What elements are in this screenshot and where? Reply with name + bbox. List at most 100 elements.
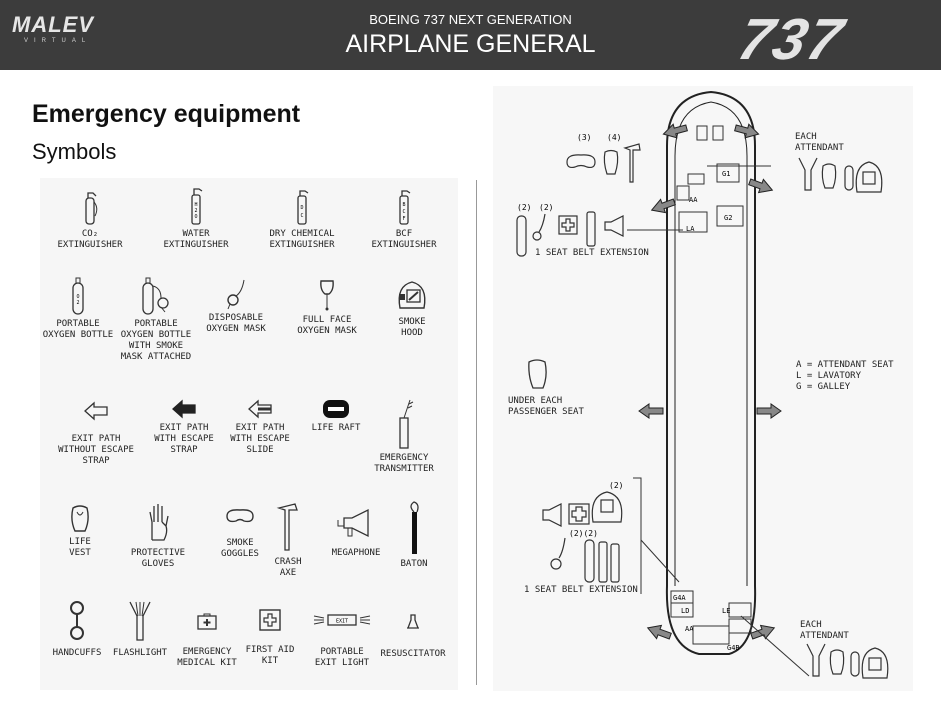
cabin-layout-diagram: G1 G2 LA AA G4A LD LE G4B AA (3) (4) (2)… [516, 90, 889, 679]
symbol-full-face-oxygen-mask: FULL FACE OXYGEN MASK [277, 278, 377, 337]
symbols-panel [40, 178, 458, 690]
svg-text:C: C [402, 209, 405, 215]
svg-text:EXIT: EXIT [336, 619, 348, 625]
each-attendant-bottom-label: EACH ATTENDANT [800, 620, 849, 641]
symbol-label: BATON [400, 559, 428, 569]
protective-gloves-icon [149, 504, 169, 541]
symbol-exit-path-with-strap: EXIT PATH WITH ESCAPE STRAP [134, 398, 234, 456]
seat-belt-extension-top-label: 1 SEAT BELT EXTENSION [535, 248, 649, 258]
symbol-emergency-medical-kit: EMERGENCY MEDICAL KIT [157, 612, 257, 669]
symbol-label: EXIT PATH WITHOUT ESCAPE STRAP [58, 434, 134, 466]
symbol-label: SMOKE HOOD [398, 317, 426, 338]
aft-crew-equipment [542, 491, 623, 583]
logo-subtext: VIRTUAL [24, 38, 92, 44]
quantity-2b-label: (2) [539, 203, 553, 212]
first-aid-kit-icon [259, 609, 281, 631]
symbol-smoke-goggles: SMOKE GOGGLES [190, 506, 290, 560]
exit-arrows [638, 123, 782, 640]
symbol-label: EXIT PATH WITH ESCAPE STRAP [154, 423, 214, 455]
seat-belt-extension-bottom-label: 1 SEAT BELT EXTENSION [524, 585, 638, 595]
cabin-diagram-panel [493, 86, 913, 691]
lavatory-ld-label: LD [681, 607, 689, 615]
medical-kit-icon [197, 613, 217, 630]
symbol-baton: BATON [364, 500, 464, 570]
galley-g4a-label: G4A [673, 594, 686, 602]
model-logo: 737 [731, 7, 851, 72]
leader-line-bottom-left [640, 539, 680, 583]
lavatory-la-label: LA [686, 225, 695, 233]
disposable-oxygen-mask-icon [227, 279, 245, 310]
galley-g2-label: G2 [724, 214, 732, 222]
header-bar: MALEV VIRTUAL BOEING 737 NEXT GENERATION… [0, 0, 941, 72]
symbol-label: WATER EXTINGUISHER [163, 229, 229, 250]
each-attendant-top-label: EACH ATTENDANT [795, 132, 844, 153]
symbol-label: PORTABLE OXYGEN BOTTLE [42, 319, 114, 340]
symbol-smoke-hood: SMOKE HOOD [362, 278, 462, 339]
smoke-goggles-icon [226, 509, 254, 523]
symbol-exit-path-without-strap: EXIT PATH WITHOUT ESCAPE STRAP [46, 400, 146, 467]
quantity-2d-label: (2)(2) [569, 529, 598, 538]
oxygen-bottle-icon: O2 [72, 277, 84, 315]
life-raft-icon [323, 400, 349, 418]
baton-icon [410, 501, 419, 554]
symbol-label: SMOKE GOGGLES [221, 538, 259, 559]
symbol-crash-axe: CRASH AXE [238, 502, 338, 579]
svg-text:H: H [194, 202, 197, 208]
fuselage-outline [665, 90, 757, 655]
life-vest-icon [71, 505, 89, 532]
under-passenger-seat-label: UNDER EACH PASSENGER SEAT [508, 396, 584, 417]
aft-galley-area [670, 590, 752, 645]
symbol-label: MEGAPHONE [331, 548, 381, 558]
svg-text:2: 2 [194, 208, 197, 214]
symbol-protective-gloves: PROTECTIVE GLOVES [108, 502, 208, 570]
symbol-oxygen-bottle-smoke-mask: PORTABLE OXYGEN BOTTLE WITH SMOKE MASK A… [106, 276, 206, 363]
page-title: Emergency equipment [32, 100, 301, 128]
co2-extinguisher-icon [85, 192, 98, 225]
resuscitator-icon [407, 614, 419, 629]
symbol-flashlight: FLASHLIGHT [90, 600, 190, 659]
symbol-label: EXIT PATH WITH ESCAPE SLIDE [230, 423, 290, 455]
page-subtitle: Symbols [32, 139, 117, 164]
svg-text:2: 2 [76, 300, 79, 306]
symbol-label: PORTABLE EXIT LIGHT [314, 647, 370, 668]
quantity-4-label: (4) [607, 133, 621, 142]
bcf-extinguisher-icon: BCF [399, 190, 411, 225]
svg-text:B: B [402, 202, 405, 208]
lavatory-le-label: LE [722, 607, 730, 615]
symbol-handcuffs: HANDCUFFS [27, 600, 127, 659]
emergency-transmitter-icon [399, 399, 414, 449]
legend-label: A = ATTENDANT SEAT L = LAVATORY G = GALL… [796, 360, 894, 392]
symbol-life-vest: LIFE VEST [30, 504, 130, 559]
symbol-label: LIFE RAFT [311, 423, 361, 433]
symbol-label: PROTECTIVE GLOVES [130, 548, 186, 569]
symbol-label: LIFE VEST [69, 537, 91, 558]
svg-text:F: F [402, 216, 405, 222]
attendant-equipment-top [798, 157, 883, 193]
svg-text:C: C [300, 213, 303, 219]
symbol-label: CO₂ EXTINGUISHER [57, 229, 123, 250]
forward-crew-equipment [516, 143, 641, 257]
svg-text:O: O [76, 294, 79, 300]
symbol-label: EMERGENCY MEDICAL KIT [177, 647, 237, 668]
under-seat-life-vest [528, 359, 547, 389]
exit-light-icon: EXIT [313, 614, 371, 626]
symbol-first-aid-kit: FIRST AID KIT [220, 608, 320, 667]
attendant-seat-aa-aft-label: AA [685, 625, 694, 633]
dry-chemical-extinguisher-icon: DC [297, 190, 309, 225]
bracket-line [633, 477, 642, 594]
quantity-3-label: (3) [577, 133, 591, 142]
galley-g1-label: G1 [722, 170, 730, 178]
smoke-hood-icon [398, 281, 426, 309]
attendant-equipment-bottom [806, 643, 889, 679]
symbol-label: DISPOSABLE OXYGEN MASK [206, 313, 266, 334]
leader-line-bottom-right [740, 615, 810, 677]
symbol-label: FLASHLIGHT [112, 648, 168, 658]
exit-path-filled-arrow-icon [172, 399, 196, 419]
symbol-portable-exit-light: EXIT PORTABLE EXIT LIGHT [292, 612, 392, 669]
symbol-label: HANDCUFFS [52, 648, 102, 658]
symbol-label: BCF EXTINGUISHER [371, 229, 437, 250]
